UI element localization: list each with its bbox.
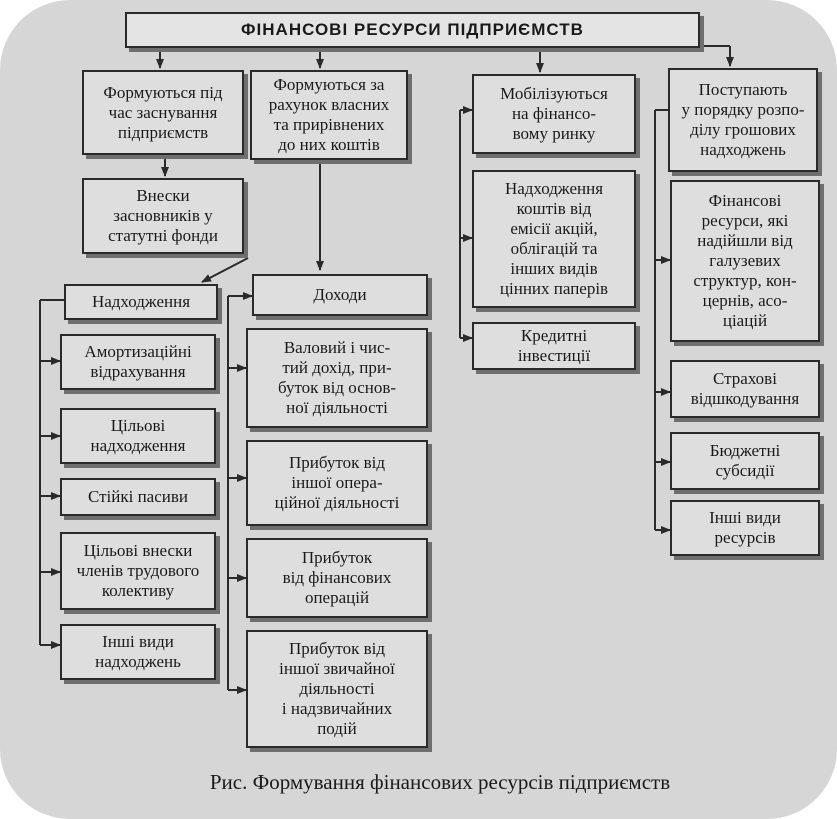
box-other-receipts: Інші види надходжень [60,624,216,680]
box-insurance-compensation: Страхові відшкодування [670,360,820,418]
box-targeted-receipts: Цільові надходження [60,408,216,464]
figure-caption: Рис. Формування фінансових ресурсів підп… [209,770,671,794]
box-other-operating-profit: Прибуток від іншої опера- ційної діяльно… [246,440,428,526]
diagram-title: ФІНАНСОВІ РЕСУРСИ ПІДПРИЄМСТВ [125,12,700,48]
box-securities-emission: Надходження коштів від емісії акцій, обл… [472,170,636,308]
box-staff-contributions: Цільові внески членів трудового колектив… [60,532,216,610]
box-stable-liabilities: Стійкі пасиви [60,478,216,516]
box-gross-net-income: Валовий і чис- тий дохід, при- буток від… [246,328,428,428]
box-extraordinary-profit: Прибуток від іншої звичайної діяльності … [246,630,428,748]
box-founder-contributions: Внески засновників у статутні фонди [82,178,244,254]
box-income-header: Доходи [252,274,428,316]
box-financial-operations-profit: Прибуток від фінансових операцій [246,538,428,618]
box-credit-investments: Кредитні інвестиції [472,322,636,370]
box-financial-market: Мобілізуються на фінансо- вому ринку [472,74,636,154]
box-redistribution: Поступають у порядку розпо- ділу грошови… [668,68,818,172]
box-depreciation: Амортизаційні відрахування [60,334,216,390]
box-receipts-header: Надходження [64,284,218,320]
box-founding: Формуються під час заснування підприємст… [82,70,244,155]
box-industry-structures: Фінансові ресурси, які надійшли від галу… [670,180,820,342]
box-budget-subsidies: Бюджетні субсидії [670,432,820,490]
box-own-funds: Формуються за рахунок власних та прирівн… [250,70,408,160]
box-other-resources: Інші види ресурсів [670,500,820,556]
